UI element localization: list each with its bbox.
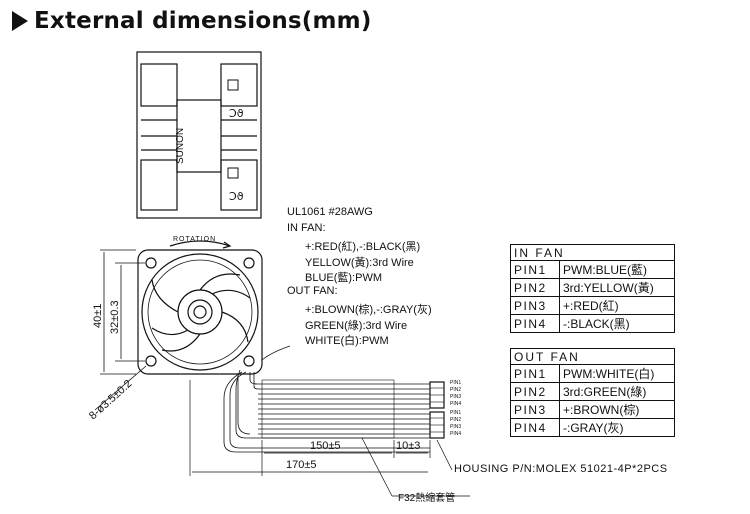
connector-pin-label: PIN4	[450, 401, 462, 407]
connector-pin-label: PIN2	[450, 387, 462, 393]
out-fan-spec-title: OUT FAN:	[287, 285, 338, 297]
pin-cell: PIN2	[510, 278, 560, 297]
brand-label: SUNON	[175, 128, 186, 164]
in-fan-table-header: IN FAN	[510, 244, 675, 261]
function-cell: +:BROWN(棕)	[559, 400, 675, 419]
fan-front-view	[137, 240, 263, 375]
height-inner-label: 32±0.3	[109, 300, 121, 334]
height-outer-label: 40±1	[92, 304, 104, 328]
pin-cell: PIN4	[510, 314, 560, 333]
pin-cell: PIN3	[510, 400, 560, 419]
in-fan-spec-title: IN FAN:	[287, 222, 326, 234]
wire-harness	[223, 369, 430, 453]
molex-connectors	[429, 381, 445, 439]
length-150-label: 150±5	[310, 440, 341, 452]
function-cell: PWM:WHITE(白)	[559, 364, 675, 383]
fan-side-view: Ͻϑ Ͻϑ	[136, 51, 262, 219]
function-cell: PWM:BLUE(藍)	[559, 260, 675, 279]
connector-pin-label: PIN3	[450, 424, 462, 430]
function-cell: -:GRAY(灰)	[559, 418, 675, 437]
svg-text:Ͻϑ: Ͻϑ	[229, 107, 244, 120]
pin-cell: PIN2	[510, 382, 560, 401]
function-cell: 3rd:GREEN(綠)	[559, 382, 675, 401]
housing-label: HOUSING P/N:MOLEX 51021-4P*2PCS	[454, 463, 668, 475]
triangle-bullet-icon	[12, 11, 28, 31]
out-fan-table-header: OUT FAN	[510, 348, 675, 365]
in-fan-spec-line: BLUE(藍):PWM	[305, 272, 382, 284]
function-cell: +:RED(紅)	[559, 296, 675, 315]
title-text: External dimensions(mm)	[34, 8, 372, 34]
hole-label: 8-ø3.5±0.2	[87, 378, 135, 422]
connector-pin-label: PIN4	[450, 431, 462, 437]
out-fan-spec-line: GREEN(綠):3rd Wire	[305, 320, 408, 332]
wire-spec: UL1061 #28AWG	[287, 206, 373, 218]
page-title: External dimensions(mm)	[12, 8, 372, 34]
pin-cell: PIN1	[510, 260, 560, 279]
connector-pin-label: PIN1	[450, 410, 462, 416]
table-row: PIN3+:BROWN(棕)	[510, 400, 675, 419]
function-cell: 3rd:YELLOW(黃)	[559, 278, 675, 297]
out-fan-spec-line: WHITE(白):PWM	[305, 335, 389, 347]
in-fan-spec-line: +:RED(紅),-:BLACK(黑)	[305, 241, 421, 253]
table-row: PIN4-:BLACK(黑)	[510, 314, 675, 333]
connector-pin-label: PIN2	[450, 417, 462, 423]
pin-cell: PIN4	[510, 418, 560, 437]
function-cell: -:BLACK(黑)	[559, 314, 675, 333]
length-170-label: 170±5	[286, 459, 317, 471]
table-row: PIN4-:GRAY(灰)	[510, 418, 675, 437]
in-fan-spec-line: YELLOW(黃):3rd Wire	[305, 257, 414, 269]
length-10-label: 10±3	[396, 440, 421, 452]
pin-cell: PIN3	[510, 296, 560, 315]
rotation-label: ROTATION	[173, 236, 216, 243]
sleeve-label: F32熱縮套管	[398, 493, 456, 504]
connector-pin-label: PIN3	[450, 394, 462, 400]
svg-text:Ͻϑ: Ͻϑ	[229, 190, 244, 203]
out-fan-spec-line: +:BLOWN(棕),-:GRAY(灰)	[305, 304, 432, 316]
table-row: PIN3+:RED(紅)	[510, 296, 675, 315]
connector-pin-label: PIN1	[450, 380, 462, 386]
pin-cell: PIN1	[510, 364, 560, 383]
